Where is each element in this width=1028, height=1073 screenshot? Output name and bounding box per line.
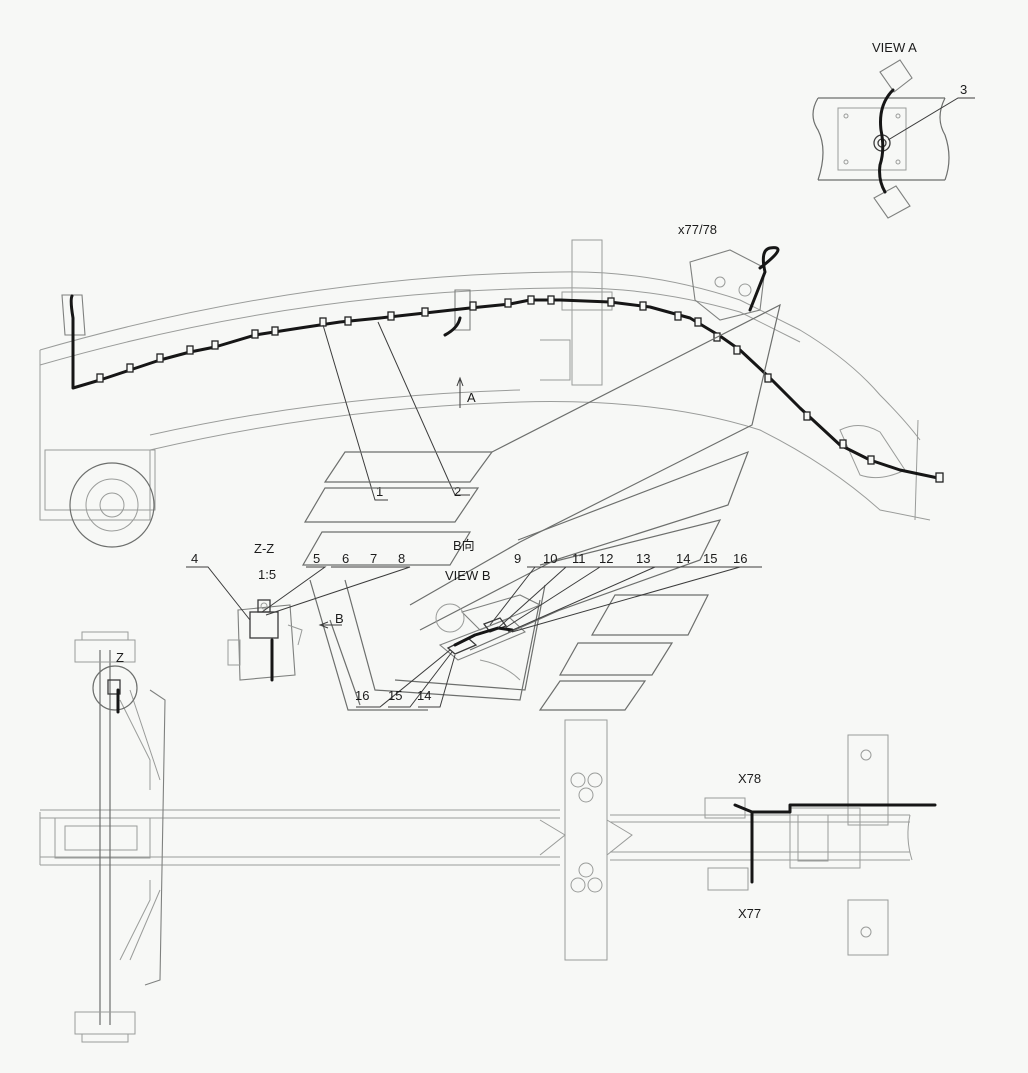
item-9-label: 9 xyxy=(514,551,521,566)
item-13-label: 13 xyxy=(636,551,650,566)
detail-z-label: Z xyxy=(116,650,124,665)
view-a-title: VIEW A xyxy=(872,40,917,55)
connector-x77-label: X77 xyxy=(738,906,761,921)
item-3-label: 3 xyxy=(960,82,967,97)
detail-z-circle xyxy=(92,665,138,711)
callout-boxes xyxy=(301,303,781,711)
item-5-label: 5 xyxy=(313,551,320,566)
item-14-bottom-label: 14 xyxy=(417,688,431,703)
arrow-a-label: A xyxy=(467,390,476,405)
hub-icon xyxy=(69,462,155,548)
item-14-top-label: 14 xyxy=(676,551,690,566)
item-2-label: 2 xyxy=(454,484,461,499)
connector-x77-78-label: x77/78 xyxy=(678,222,717,237)
item-16-bottom-label: 16 xyxy=(355,688,369,703)
crossmember-icon xyxy=(564,719,608,961)
bracket-icon xyxy=(249,611,279,639)
section-zz-title: Z-Z xyxy=(254,541,274,556)
scale-label: 1:5 xyxy=(258,567,276,582)
item-15-top-label: 15 xyxy=(703,551,717,566)
view-b-detail: B B向 VIEW B 9 10 11 12 13 14 15 16 16 15… xyxy=(318,538,762,708)
item-15-bottom-label: 15 xyxy=(388,688,402,703)
item-16-top-label: 16 xyxy=(733,551,747,566)
arrow-b-label: B xyxy=(335,611,344,626)
item-6-label: 6 xyxy=(342,551,349,566)
item-8-label: 8 xyxy=(398,551,405,566)
view-b-title: VIEW B xyxy=(445,568,491,583)
item-1-2-leaders: 1 2 xyxy=(322,321,470,501)
plan-view: Z X78 X77 xyxy=(39,631,937,1043)
item-11-label: 11 xyxy=(572,551,586,566)
connector-x78-label: X78 xyxy=(738,771,761,786)
side-view-frame xyxy=(39,239,931,548)
b-direction-label: B向 xyxy=(453,538,475,553)
item-1-label: 1 xyxy=(376,484,383,499)
item-12-label: 12 xyxy=(599,551,613,566)
item-4-label: 4 xyxy=(191,551,198,566)
connector-block-icon xyxy=(689,249,766,321)
section-zz-detail: 4 Z-Z 1:5 5 6 7 8 xyxy=(186,541,411,682)
item-7-label: 7 xyxy=(370,551,377,566)
view-a-detail: VIEW A 3 xyxy=(812,40,975,219)
main-harness: x77/78 A xyxy=(69,222,944,483)
item-10-label: 10 xyxy=(543,551,557,566)
